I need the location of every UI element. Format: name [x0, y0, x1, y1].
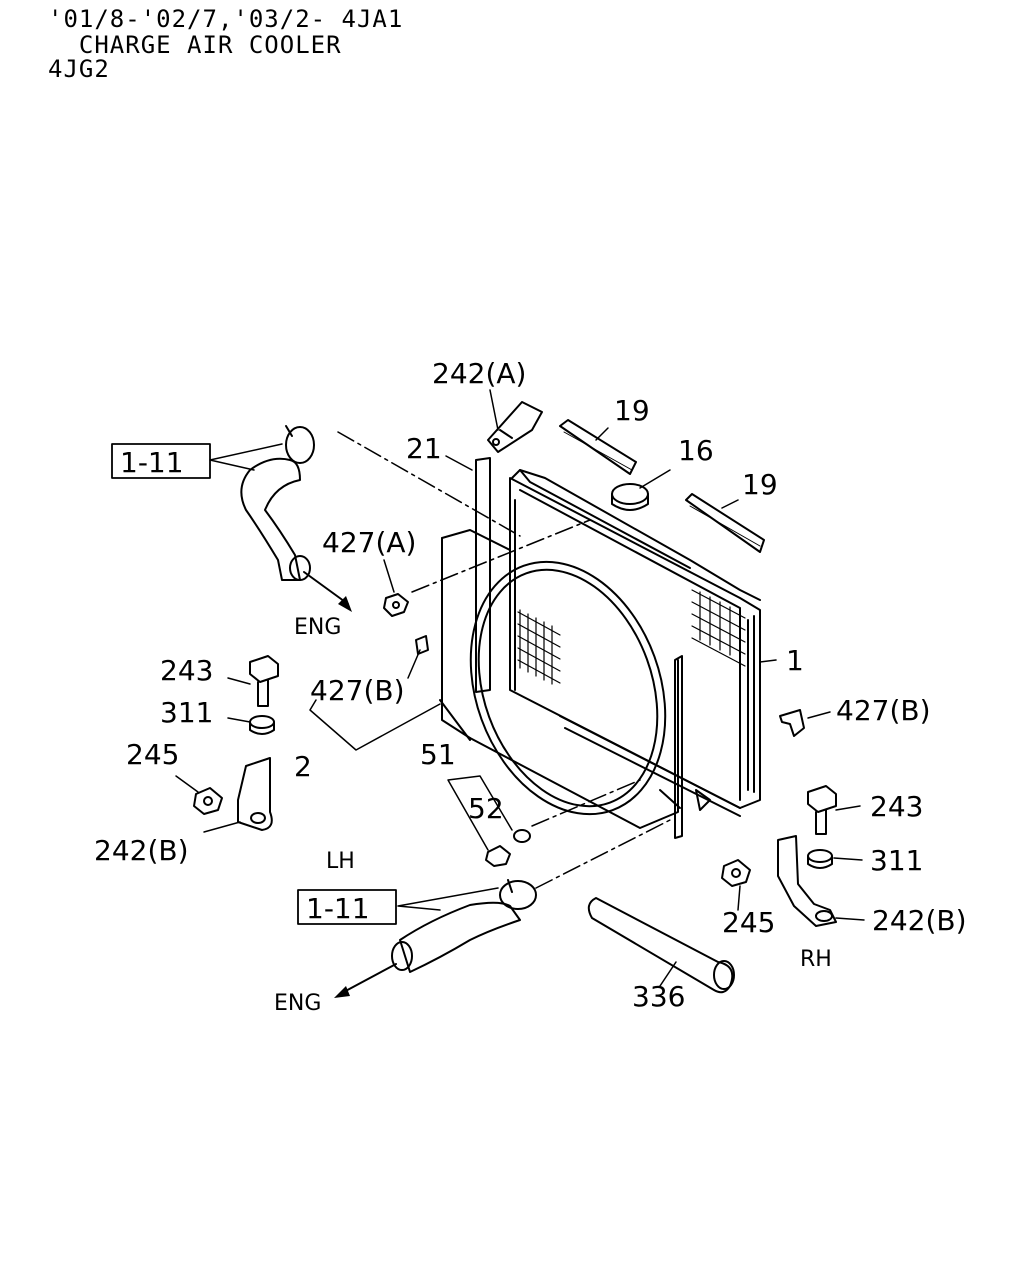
seal-strip-21 [475, 457, 491, 693]
cushion-311-rh [807, 849, 833, 869]
label-245-rh: 245 [722, 906, 775, 939]
label-243-lh: 243 [160, 654, 213, 687]
label-21: 21 [406, 432, 442, 465]
bracket-242a [487, 401, 543, 453]
label-19-left: 19 [614, 394, 650, 427]
bracket-242b-lh [237, 757, 273, 831]
label-427a: 427(A) [322, 526, 416, 559]
clip-427a [383, 593, 409, 617]
bolt-243-lh [249, 655, 279, 707]
ref-box-top [111, 443, 211, 479]
fan-shroud-drawing [439, 529, 683, 839]
bracket-242b-rh [777, 835, 837, 927]
label-19-right: 19 [742, 468, 778, 501]
label-eng-bottom: ENG [274, 991, 321, 1016]
label-427b-lh: 427(B) [310, 674, 405, 707]
label-427b-rh: 427(B) [836, 694, 931, 727]
radiator-cap-16 [611, 483, 649, 511]
label-2: 2 [294, 750, 312, 783]
label-lh: LH [326, 849, 355, 874]
seal-strip-19-right [685, 493, 765, 553]
bolt-243-rh [807, 785, 837, 835]
eng-arrow-bottom-head [334, 986, 350, 998]
eng-arrow-top [303, 571, 349, 605]
reference-lines [337, 431, 675, 889]
label-16: 16 [678, 434, 714, 467]
nut-245-rh [721, 859, 751, 887]
cushion-311-lh [249, 715, 275, 735]
label-242a: 242(A) [432, 357, 526, 390]
radiator-core-drawing [509, 469, 761, 817]
label-51: 51 [420, 738, 456, 771]
label-336: 336 [632, 980, 685, 1013]
clip-427b-rh [779, 709, 805, 737]
ref-label-top: 1-11 [120, 446, 184, 479]
drain-plug-51 [485, 845, 511, 867]
label-52: 52 [468, 792, 504, 825]
hose-336 [587, 897, 735, 994]
label-311-lh: 311 [160, 696, 213, 729]
eng-arrow-top-head [338, 596, 352, 612]
washer-52 [513, 829, 531, 843]
leader-lines [175, 389, 865, 987]
label-245-lh: 245 [126, 738, 179, 771]
label-1: 1 [786, 644, 804, 677]
label-rh: RH [800, 947, 832, 972]
clip-427b-lh [415, 635, 429, 655]
header-line-1: '01/8-'02/7,'03/2- 4JA1 [48, 5, 404, 33]
header-line-3: 4JG2 [48, 55, 110, 83]
label-311-rh: 311 [870, 844, 923, 877]
label-eng-top: ENG [294, 615, 341, 640]
seal-strip-19-left [559, 419, 637, 475]
eng-arrow-bottom [339, 963, 397, 995]
header-line-2: CHARGE AIR COOLER [48, 31, 342, 59]
upper-hose-drawing [240, 425, 315, 581]
ref-label-bottom: 1-11 [306, 892, 370, 925]
nut-245-lh [193, 787, 223, 815]
ref-box-bottom [297, 889, 397, 925]
lower-hose-drawing [391, 879, 537, 973]
label-242b-lh: 242(B) [94, 834, 189, 867]
label-243-rh: 243 [870, 790, 923, 823]
label-242b-rh: 242(B) [872, 904, 967, 937]
